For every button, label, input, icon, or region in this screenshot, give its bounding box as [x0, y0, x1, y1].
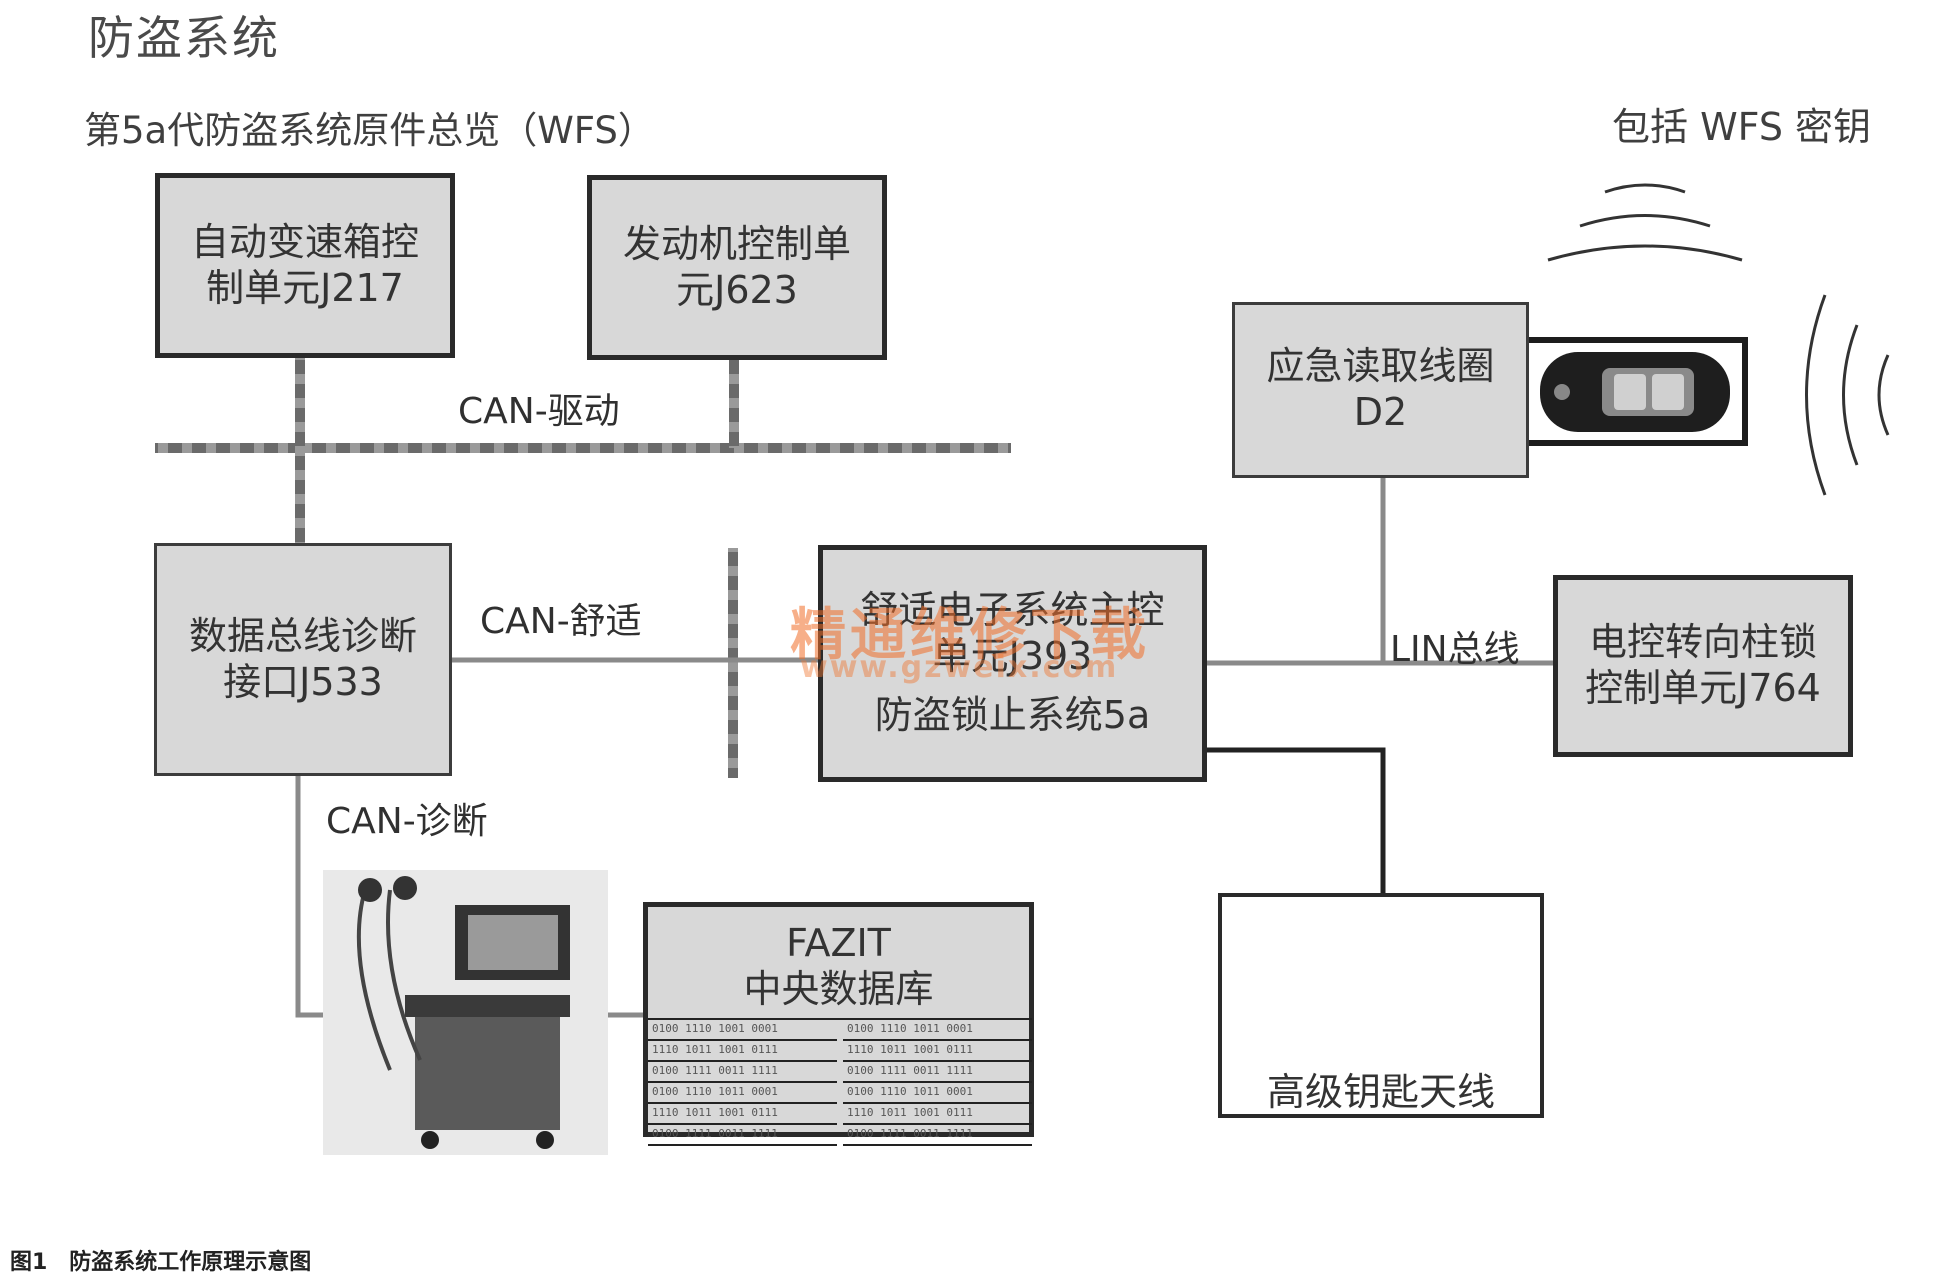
watermark-url: www.gzweix.com: [800, 650, 1119, 685]
ecm-box: 发动机控制单 元J623: [587, 175, 887, 360]
can-comfort-label: CAN-舒适: [480, 601, 642, 642]
figure-caption: 图1 防盗系统工作原理示意图: [10, 1250, 312, 1275]
bcm-line2: 单元J393: [932, 633, 1093, 678]
bcm-line1: 舒适电子系统主控: [860, 588, 1165, 633]
binary-row: 0100 1111 0011 1111: [843, 1062, 1032, 1083]
tcm-bus-link: [295, 358, 305, 543]
car-key-icon: [1522, 337, 1748, 446]
binary-col-right: 0100 1110 1011 0001 1110 1011 1001 0111 …: [843, 1020, 1032, 1146]
fazit-binary-table: 0100 1110 1001 0001 1110 1011 1001 0111 …: [648, 1018, 1032, 1146]
binary-row: 0100 1111 0011 1111: [843, 1125, 1032, 1146]
can-drive-bus: [155, 443, 1011, 453]
page-title: 防盗系统: [88, 11, 280, 65]
binary-row: 1110 1011 1001 0111: [648, 1104, 837, 1125]
binary-row: 0100 1111 0011 1111: [648, 1062, 837, 1083]
binary-row: 1110 1011 1001 0111: [843, 1041, 1032, 1062]
bcm-box: 舒适电子系统主控 单元J393 防盗锁止系统5a: [818, 545, 1207, 782]
tcm-line2: 制单元J217: [206, 265, 404, 310]
binary-row: 0100 1111 0011 1111: [648, 1125, 837, 1146]
fazit-line2: 中央数据库: [743, 966, 934, 1011]
binary-row: 0100 1110 1001 0001: [648, 1020, 837, 1041]
steering-line2: 控制单元J764: [1585, 666, 1821, 710]
binary-row: 1110 1011 1001 0111: [843, 1104, 1032, 1125]
diagram-subtitle: 第5a代防盗系统原件总览（WFS）: [84, 109, 655, 152]
binary-row: 0100 1110 1011 0001: [648, 1083, 837, 1104]
antenna-label: 高级钥匙天线: [1266, 1070, 1495, 1114]
wfs-key-label: 包括 WFS 密钥: [1612, 105, 1872, 149]
binary-col-left: 0100 1110 1001 0001 1110 1011 1001 0111 …: [648, 1020, 837, 1146]
watermark: 精通维修下载: [790, 603, 1150, 668]
antenna-box: 高级钥匙天线: [1218, 893, 1544, 1118]
binary-row: 0100 1110 1011 0001: [843, 1020, 1032, 1041]
can-drive-label: CAN-驱动: [458, 391, 620, 432]
gateway-box: 数据总线诊断 接口J533: [154, 543, 452, 776]
lin-bus-label: LIN总线: [1390, 629, 1520, 670]
ecm-bus-link: [729, 358, 739, 448]
fazit-line1: FAZIT: [786, 921, 891, 965]
antenna-link: [1205, 747, 1386, 895]
binary-row: 0100 1110 1011 0001: [843, 1083, 1032, 1104]
bcm-line3: 防盗锁止系统5a: [874, 693, 1151, 738]
can-comfort-divider: [728, 548, 738, 778]
diagnostic-tester-icon: [323, 870, 608, 1155]
coil-line1: 应急读取线圈: [1266, 344, 1495, 389]
steering-line1: 电控转向柱锁: [1588, 620, 1817, 665]
ecm-line1: 发动机控制单: [622, 221, 851, 266]
steering-lock-box: 电控转向柱锁 控制单元J764: [1553, 575, 1853, 757]
tcm-line1: 自动变速箱控: [190, 219, 419, 264]
gateway-line2: 接口J533: [223, 659, 383, 704]
ecm-line2: 元J623: [676, 267, 798, 312]
gateway-line1: 数据总线诊断: [188, 613, 417, 658]
coil-line2: D2: [1353, 390, 1408, 434]
binary-row: 1110 1011 1001 0111: [648, 1041, 837, 1062]
coil-box: 应急读取线圈 D2: [1232, 302, 1529, 478]
radio-wave-icon: [1547, 183, 1890, 496]
tcm-box: 自动变速箱控 制单元J217: [155, 173, 455, 358]
can-diag-label: CAN-诊断: [326, 801, 488, 842]
